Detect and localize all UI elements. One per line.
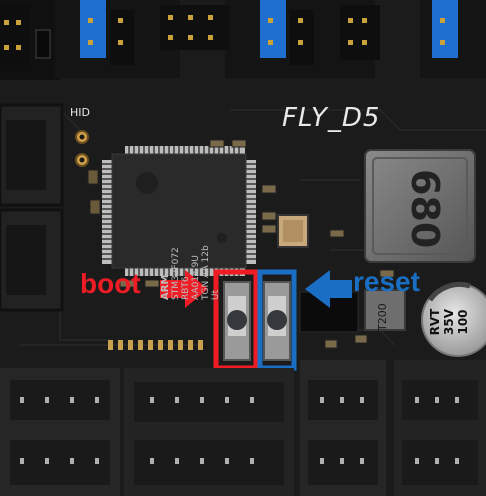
hid-pads <box>75 130 89 167</box>
inductor-label: 680 <box>403 169 447 249</box>
capacitor-marking-line: 100 <box>456 309 470 335</box>
mcu-marking-line: ARM <box>160 274 171 300</box>
mcu-marking-line: TGN AA 12b <box>201 245 211 300</box>
fuse <box>364 289 406 331</box>
mcu-marking-line: RBT6 <box>181 276 191 300</box>
hid-label: HID <box>70 106 90 119</box>
capacitor-marking-line: 35V <box>442 309 456 335</box>
bottom-connector-pins <box>20 397 459 464</box>
reset-arrow <box>305 270 352 308</box>
fuse-label: T200 <box>376 303 389 331</box>
boot-button <box>223 281 251 361</box>
mcu-marking: ARM STM32F072 RBT6 AA014 9U TGN AA 12b U… <box>160 190 221 300</box>
capacitor-marking-line: RVT <box>428 308 442 336</box>
mcu-marking-line: STM32F072 <box>171 247 181 300</box>
smd-diode <box>35 29 51 59</box>
power-inductor <box>364 149 476 263</box>
mcu-marking-line: AA014 9U <box>191 255 201 300</box>
mcu-marking-line: Ut <box>211 289 221 300</box>
reset-label: reset <box>353 266 420 297</box>
electrolytic-capacitor <box>421 282 486 357</box>
reset-button <box>263 281 291 361</box>
left-connectors <box>0 103 64 312</box>
capacitor-marking: RVT 35V 100 <box>428 292 470 352</box>
board-model-label: FLY_D5 <box>282 103 381 133</box>
boot-label: boot <box>80 268 141 299</box>
header-pins <box>4 15 445 50</box>
smd-components <box>87 139 395 349</box>
bottom-connectors <box>0 360 486 496</box>
smd-pad-row <box>108 340 203 350</box>
boot-arrow <box>160 270 208 308</box>
